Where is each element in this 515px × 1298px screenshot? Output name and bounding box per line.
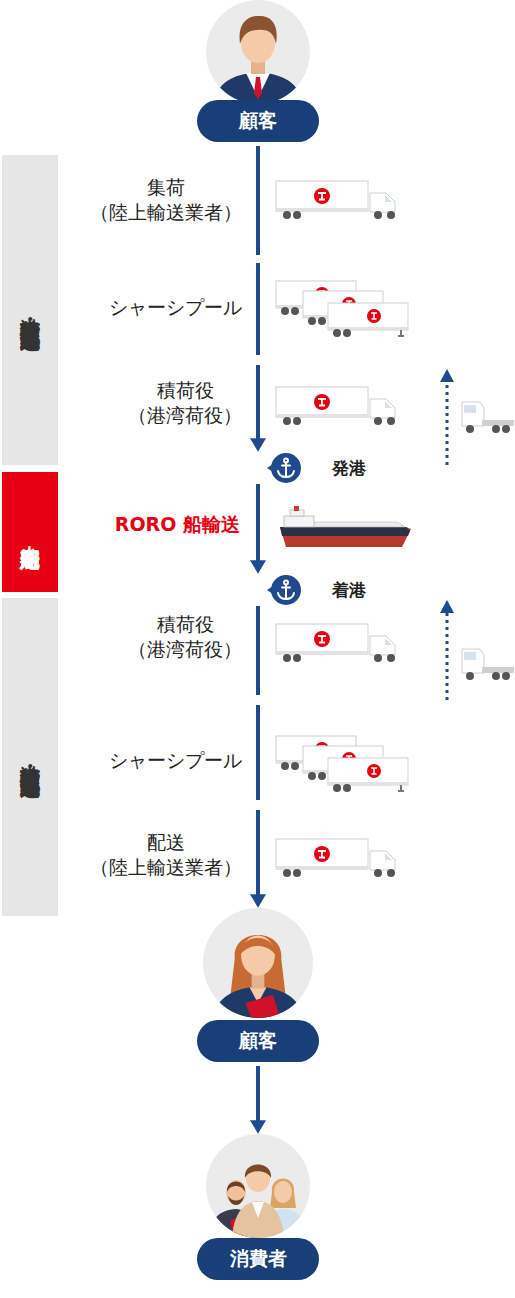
consumer-node: 消費者 <box>196 1134 320 1286</box>
flow-arrow <box>256 484 260 567</box>
ship-icon <box>280 506 411 547</box>
step-label: 配送 （陸上輸送業者） <box>90 830 242 879</box>
step-label: 集荷 （陸上輸送業者） <box>90 175 242 224</box>
return-arrow <box>440 369 454 465</box>
anchor-icon <box>267 575 301 605</box>
truck-icon <box>276 624 395 662</box>
chassis-icon <box>328 758 408 792</box>
port-marker: 発港 <box>250 452 375 484</box>
return-arrow <box>440 600 454 700</box>
node-pill: 顧客 <box>197 100 319 142</box>
node-pill: 消費者 <box>197 1238 319 1280</box>
flow-arrow <box>256 606 260 901</box>
person-avatar <box>203 908 313 1018</box>
band-label: 港湾荷役・貨物集配・陸上運送 <box>19 303 41 317</box>
person-avatar <box>206 0 310 104</box>
port-marker: 着港 <box>250 574 375 606</box>
person-icon <box>206 1134 310 1238</box>
section-band: 港湾荷役・貨物集配・陸上運送 <box>2 155 58 465</box>
band-label: 港湾荷役・貨物集配・陸上運送 <box>19 750 41 764</box>
step-label: シャーシプール <box>109 295 242 320</box>
anchor-icon <box>267 453 301 483</box>
anchor-badge <box>266 574 302 606</box>
flow-arrow <box>256 1066 260 1127</box>
section-band: 港湾荷役・貨物集配・陸上運送 <box>2 598 58 916</box>
truck-icon <box>276 839 395 877</box>
tractor-icon <box>462 649 514 680</box>
customer-node: 顧客 <box>196 0 320 146</box>
port-label: 着港 <box>332 574 366 606</box>
chassis-icon <box>328 303 408 337</box>
truck-icon <box>276 387 395 425</box>
tractor-icon <box>462 402 514 433</box>
flow-arrow <box>256 146 260 445</box>
truck-icon <box>276 181 395 219</box>
node-pill: 顧客 <box>197 1020 319 1062</box>
band-label: 内航定期船 <box>19 530 41 535</box>
anchor-badge <box>266 452 302 484</box>
port-label: 発港 <box>332 452 366 484</box>
person-icon <box>203 908 313 1018</box>
step-label: シャーシプール <box>109 748 242 773</box>
person-avatar <box>206 1134 310 1238</box>
step-label: 積荷役 （港湾荷役） <box>128 378 242 427</box>
step-label: RORO 船輸送 <box>115 512 240 537</box>
step-label: 積荷役 （港湾荷役） <box>128 612 242 661</box>
section-band: 内航定期船 <box>2 472 58 592</box>
customer-node: 顧客 <box>196 908 320 1066</box>
person-icon <box>206 0 310 104</box>
